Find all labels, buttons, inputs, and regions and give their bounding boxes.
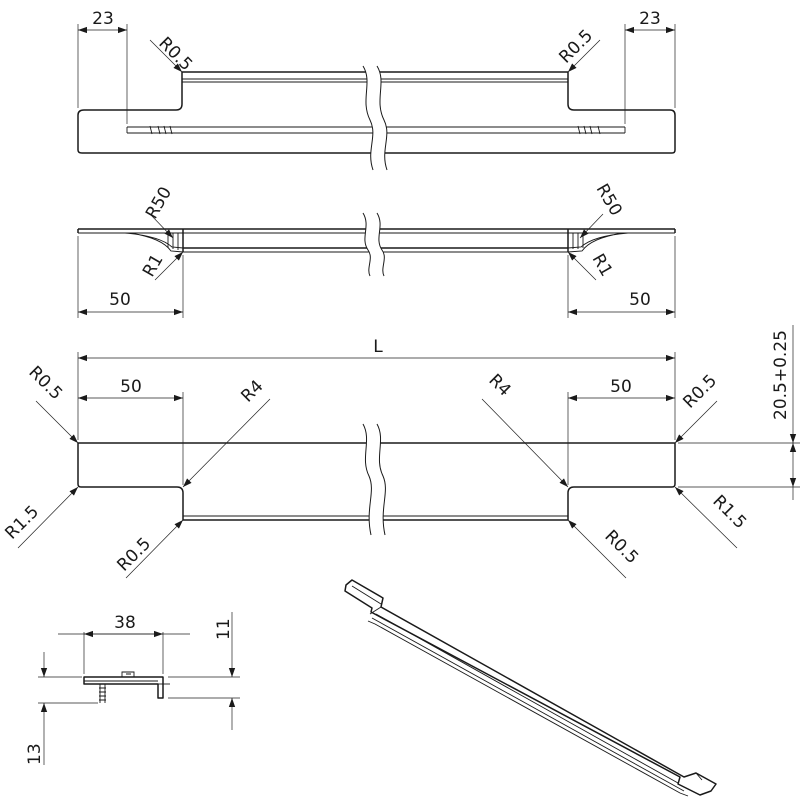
front-view-break-mark-left (362, 423, 372, 536)
front-radius-bottom-right-leader (674, 486, 738, 549)
top-view-outline (77, 71, 676, 154)
profile-dim-height-upper-label: 11 (214, 618, 234, 640)
side-view: R50 R50 R1 R1 50 50 (77, 181, 676, 318)
side-view-break-mark-right (376, 212, 385, 277)
front-radius-inner-right-label: R4 (484, 370, 514, 400)
side-dim-right-label: 50 (629, 290, 651, 310)
front-radius-inner-left-leader (182, 398, 271, 488)
profile-rib (99, 684, 106, 703)
front-dim-total-label: L (373, 337, 383, 357)
top-view-break-mark-right (376, 65, 388, 171)
top-radius-left-leader (149, 39, 183, 73)
front-radius-top-right-leader (674, 400, 718, 444)
profile-dim-height-lower-label: 13 (25, 743, 45, 765)
front-dim-height-label: 20.5+0.25 (771, 330, 791, 420)
side-radius-right-small-leader (567, 251, 597, 281)
side-dim-left-label: 50 (109, 290, 131, 310)
top-radius-left-label: R0.5 (154, 33, 196, 75)
front-radius-top-right-label: R0.5 (679, 371, 721, 413)
profile-section: 38 11 13 (25, 612, 240, 765)
front-radius-bottom-left-label: R1.5 (1, 502, 43, 544)
front-dim-left-label: 50 (120, 377, 142, 397)
profile-dim-width-label: 38 (114, 613, 136, 633)
side-radius-left-small-leader (154, 251, 184, 281)
side-view-left-transition (124, 232, 184, 253)
front-radius-inner-right-leader (481, 398, 569, 488)
front-dim-right-label: 50 (610, 377, 632, 397)
isometric-view (344, 579, 717, 797)
front-radius-top-left-leader (35, 400, 79, 444)
front-view-break-mark-right (376, 423, 386, 536)
front-radius-bottom-right-label: R1.5 (708, 491, 750, 533)
front-radius-step-right-leader (567, 519, 627, 579)
top-view-rib-beads-right (577, 125, 601, 135)
side-radius-right-large-label: R50 (592, 181, 626, 220)
top-radius-right-leader (567, 39, 601, 73)
top-dim-left-label: 23 (92, 9, 114, 29)
profile-outline (83, 676, 164, 699)
front-radius-bottom-left-leader (17, 486, 79, 549)
top-view-rib-beads-left (149, 125, 173, 135)
side-radius-left-large-leader (149, 213, 174, 239)
side-view-break-mark-left (362, 212, 371, 277)
side-view-right-transition (567, 232, 629, 253)
front-radius-inner-left-label: R4 (237, 376, 267, 406)
side-radius-right-large-leader (579, 213, 604, 239)
isometric-outline (344, 579, 717, 796)
side-radius-left-large-label: R50 (142, 184, 176, 223)
top-view: 23 23 R0.5 R0.5 (77, 9, 676, 171)
top-radius-right-label: R0.5 (555, 26, 597, 68)
front-view: L 50 50 20.5+0.25 R0.5 R0.5 R4 R4 R1.5 R… (1, 325, 800, 579)
front-radius-top-left-label: R0.5 (24, 362, 66, 404)
front-radius-step-right-label: R0.5 (600, 526, 642, 568)
side-radius-left-small-label: R1 (139, 251, 168, 281)
top-dim-right-label: 23 (639, 9, 661, 29)
front-radius-step-left-leader (125, 519, 184, 579)
top-view-break-mark-left (362, 65, 374, 171)
